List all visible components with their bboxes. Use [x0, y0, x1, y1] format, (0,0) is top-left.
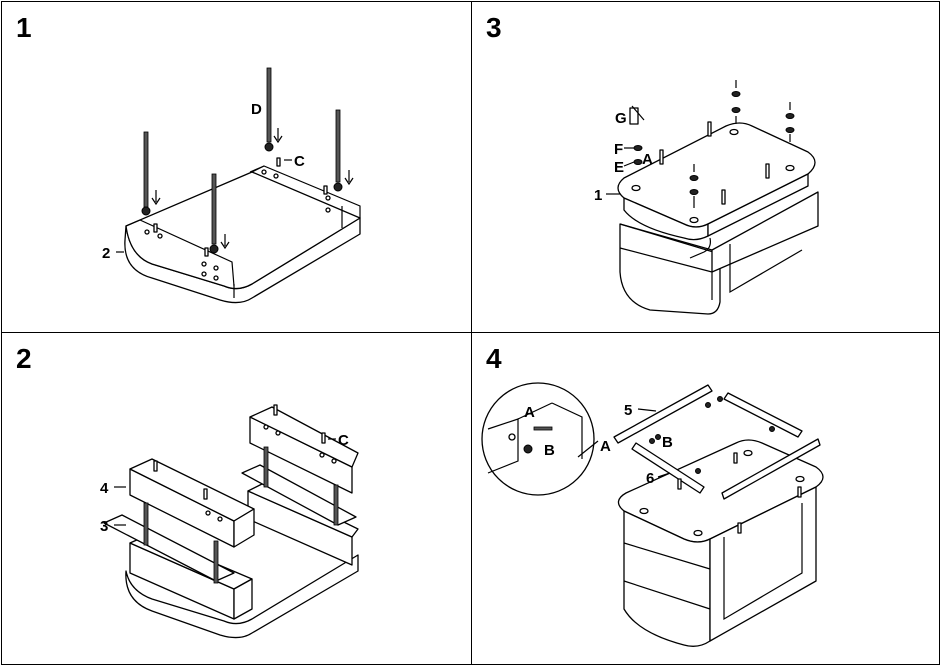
label-rail-short-6: 6 [646, 470, 654, 487]
upper-blocks [129, 406, 359, 548]
label-upper-block-4: 4 [100, 480, 109, 497]
label-base-panel-2: 2 [102, 245, 110, 262]
step-4-illustration: A B [481, 382, 824, 647]
step-panel-2: 2 [1, 332, 472, 665]
cap-g [629, 105, 645, 125]
label-bolt-a: A [642, 151, 653, 168]
base-panel [124, 165, 361, 304]
label-inset-bolt-a: A [524, 404, 535, 421]
step-1-illustration: D C 2 [102, 67, 361, 304]
step-number: 1 [16, 12, 32, 43]
label-rail-long-5: 5 [624, 402, 632, 419]
label-inset-nut-b: B [544, 442, 555, 459]
label-nut-e: E [614, 159, 624, 176]
step-panel-4: 4 A B [471, 332, 940, 665]
insert-arrows [151, 128, 354, 250]
label-bolt-d: D [251, 101, 262, 118]
label-top-frame-1: 1 [594, 187, 602, 204]
rails [613, 384, 821, 534]
hardware-stacks [633, 80, 795, 208]
step-panel-3: 3 [471, 1, 940, 333]
label-cap-g: G [615, 110, 627, 127]
dowels-bolts [143, 404, 339, 584]
label-washer-f: F [614, 141, 623, 158]
detail-inset [481, 382, 599, 496]
step-number: 2 [16, 343, 32, 374]
label-plate-3: 3 [100, 518, 108, 535]
top-frame [617, 122, 816, 259]
bolts-d [141, 67, 343, 254]
step-2-illustration: 4 3 C [100, 404, 359, 639]
plates [103, 464, 357, 582]
base-panel [125, 554, 359, 639]
dowels-c [153, 157, 328, 257]
dowel-holes [144, 169, 331, 281]
step-number: 3 [486, 12, 502, 43]
label-bolt-a: A [600, 438, 611, 455]
top-holes [631, 128, 795, 224]
label-dowel-c: C [294, 153, 305, 170]
step-number: 4 [486, 343, 502, 374]
step-panel-1: 1 [1, 1, 472, 333]
step-3-illustration: G F E A 1 [594, 80, 819, 315]
label-nut-b: B [662, 434, 673, 451]
assembled-body [619, 191, 819, 315]
label-dowel-c: C [338, 432, 349, 449]
